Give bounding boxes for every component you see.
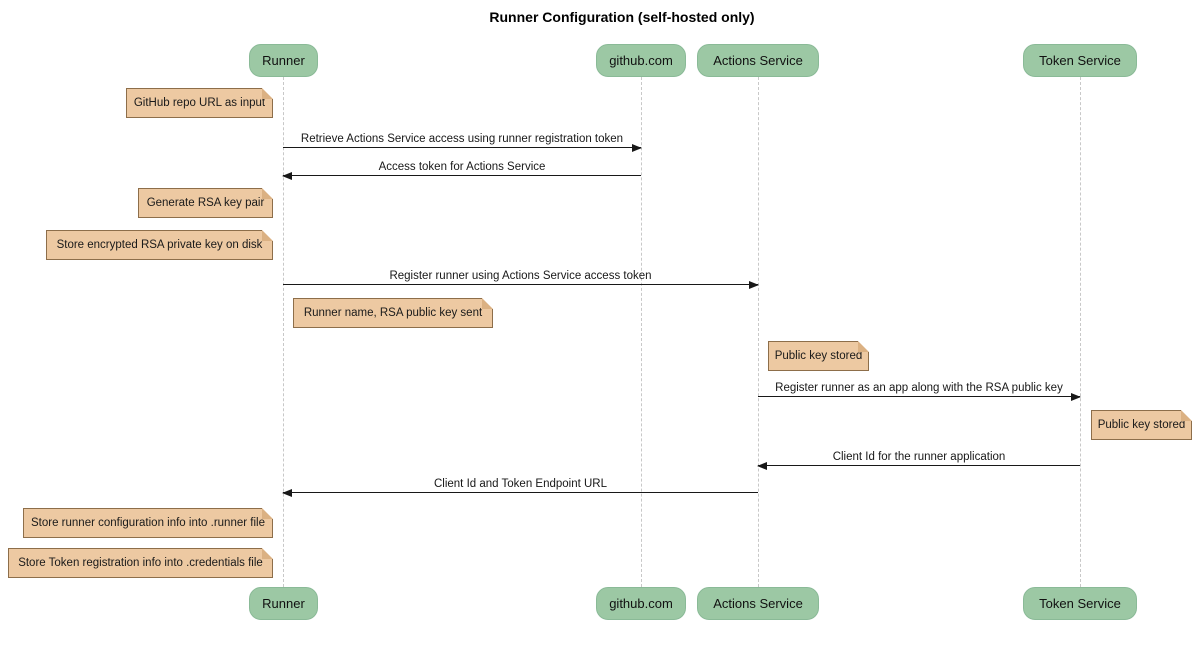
lifeline-github [641, 77, 642, 587]
message-client-id-and-token-endpoint-url: Client Id and Token Endpoint URL [282, 476, 758, 497]
message-label: Client Id for the runner application [832, 451, 1006, 463]
lifeline-actions-service [758, 77, 759, 587]
note-public-key-stored-actions-service: Public key stored [768, 341, 869, 371]
note-store-token-registration: Store Token registration info into .cred… [8, 548, 273, 578]
participant-github-top: github.com [596, 44, 686, 77]
arrowhead-left-icon [757, 462, 767, 470]
message-label: Access token for Actions Service [378, 161, 546, 173]
participant-actions-service-top: Actions Service [697, 44, 819, 77]
message-retrieve-actions-service-access: Retrieve Actions Service access using ru… [283, 131, 642, 152]
participant-token-service-bottom: Token Service [1023, 587, 1137, 620]
lifeline-token-service [1080, 77, 1081, 587]
participant-label: Actions Service [713, 53, 803, 68]
participant-runner-bottom: Runner [249, 587, 318, 620]
note-github-repo-url-input: GitHub repo URL as input [126, 88, 273, 118]
note-generate-rsa-key-pair: Generate RSA key pair [138, 188, 273, 218]
arrowhead-right-icon [1071, 393, 1081, 401]
note-store-runner-configuration: Store runner configuration info into .ru… [23, 508, 273, 538]
note-public-key-stored-token-service: Public key stored [1091, 410, 1192, 440]
diagram-title: Runner Configuration (self-hosted only) [489, 9, 755, 25]
message-access-token-for-actions-service: Access token for Actions Service [282, 159, 641, 180]
message-register-runner-as-app: Register runner as an app along with the… [758, 380, 1081, 401]
note-text: Generate RSA key pair [146, 197, 265, 209]
lifeline-runner [283, 77, 284, 587]
participant-label: Token Service [1039, 596, 1121, 611]
participant-github-bottom: github.com [596, 587, 686, 620]
arrowhead-left-icon [282, 172, 292, 180]
message-client-id-for-runner-application: Client Id for the runner application [757, 449, 1080, 470]
note-text: Runner name, RSA public key sent [303, 307, 483, 319]
note-text: Public key stored [1097, 419, 1186, 431]
participant-runner-top: Runner [249, 44, 318, 77]
participant-label: Actions Service [713, 596, 803, 611]
participant-label: Runner [262, 596, 305, 611]
participant-actions-service-bottom: Actions Service [697, 587, 819, 620]
note-text: Public key stored [774, 350, 863, 362]
participant-label: github.com [609, 53, 673, 68]
note-runner-name-rsa-public-key-sent: Runner name, RSA public key sent [293, 298, 493, 328]
arrowhead-right-icon [632, 144, 642, 152]
message-label: Register runner using Actions Service ac… [389, 270, 652, 282]
note-text: GitHub repo URL as input [133, 97, 266, 109]
arrowhead-left-icon [282, 489, 292, 497]
participant-label: github.com [609, 596, 673, 611]
note-text: Store encrypted RSA private key on disk [56, 239, 263, 251]
arrowhead-right-icon [749, 281, 759, 289]
participant-label: Token Service [1039, 53, 1121, 68]
note-store-encrypted-rsa-private-key: Store encrypted RSA private key on disk [46, 230, 273, 260]
participant-label: Runner [262, 53, 305, 68]
message-label: Client Id and Token Endpoint URL [433, 478, 608, 490]
note-text: Store Token registration info into .cred… [18, 557, 263, 569]
participant-token-service-top: Token Service [1023, 44, 1137, 77]
note-text: Store runner configuration info into .ru… [31, 517, 265, 529]
message-register-runner: Register runner using Actions Service ac… [283, 268, 759, 289]
message-label: Register runner as an app along with the… [775, 382, 1063, 394]
message-label: Retrieve Actions Service access using ru… [300, 133, 624, 145]
